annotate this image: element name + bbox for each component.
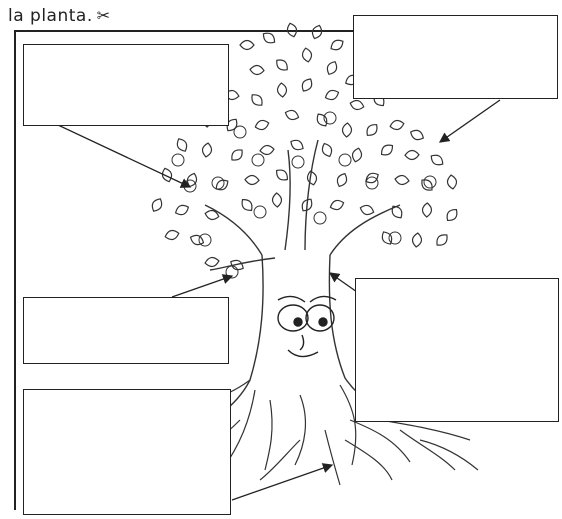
leaf xyxy=(164,229,180,241)
leaf xyxy=(306,170,318,186)
leaf xyxy=(434,232,450,248)
leaf xyxy=(239,197,255,214)
leaf xyxy=(329,198,345,211)
leaf xyxy=(150,197,165,214)
leaf xyxy=(249,92,265,108)
leaf xyxy=(189,233,205,247)
leaf xyxy=(274,167,291,183)
leaf xyxy=(201,142,212,157)
leaf xyxy=(429,152,446,167)
leaf xyxy=(409,128,425,142)
apple xyxy=(252,154,264,166)
label-box-middle-left[interactable] xyxy=(23,297,229,364)
leaf xyxy=(405,150,419,159)
leaf xyxy=(444,207,460,224)
leaf xyxy=(272,193,282,207)
leaf xyxy=(204,209,220,221)
leaf xyxy=(174,203,190,217)
leaf xyxy=(359,204,375,217)
leaf xyxy=(161,167,174,183)
leaf xyxy=(261,30,278,46)
leaf xyxy=(335,172,349,188)
leaf xyxy=(254,119,270,132)
leaf xyxy=(301,47,313,62)
leaf xyxy=(419,177,435,193)
label-box-top-right[interactable] xyxy=(353,15,558,99)
leaf xyxy=(320,142,334,158)
leaf xyxy=(289,138,306,153)
leaf xyxy=(175,137,190,154)
apple xyxy=(199,234,211,246)
leaf xyxy=(389,119,405,131)
apple xyxy=(292,156,304,168)
leaf xyxy=(325,60,339,77)
leaf xyxy=(300,77,315,94)
label-box-bottom-left[interactable] xyxy=(23,389,231,515)
label-box-top-left[interactable] xyxy=(23,44,229,126)
leaf xyxy=(214,177,231,192)
apple xyxy=(314,212,326,224)
leaf xyxy=(349,99,365,111)
leaf xyxy=(342,123,352,138)
leaf xyxy=(364,122,380,138)
label-box-middle-right[interactable] xyxy=(355,278,559,422)
leaf xyxy=(204,256,219,267)
apple xyxy=(172,154,184,166)
tree-apples xyxy=(172,112,436,278)
leaf xyxy=(394,175,409,186)
leaf xyxy=(447,174,458,189)
apple xyxy=(389,232,401,244)
tree-face xyxy=(278,296,336,356)
leaf xyxy=(274,57,290,73)
apple xyxy=(339,154,351,166)
leaf xyxy=(379,142,396,158)
leaf xyxy=(229,147,245,163)
leaf xyxy=(310,24,323,40)
leaf xyxy=(245,175,259,185)
leaf xyxy=(286,22,299,38)
leaf xyxy=(284,108,300,121)
leaf xyxy=(277,83,287,98)
apple xyxy=(234,126,246,138)
leaf xyxy=(240,41,254,50)
leaf xyxy=(250,65,265,75)
leaf xyxy=(422,203,431,217)
leaf xyxy=(314,112,329,129)
leaf xyxy=(351,147,363,163)
leaf xyxy=(324,88,340,102)
leaf xyxy=(412,233,423,248)
apple xyxy=(254,206,266,218)
leaf xyxy=(329,37,346,52)
leaf xyxy=(260,145,275,156)
